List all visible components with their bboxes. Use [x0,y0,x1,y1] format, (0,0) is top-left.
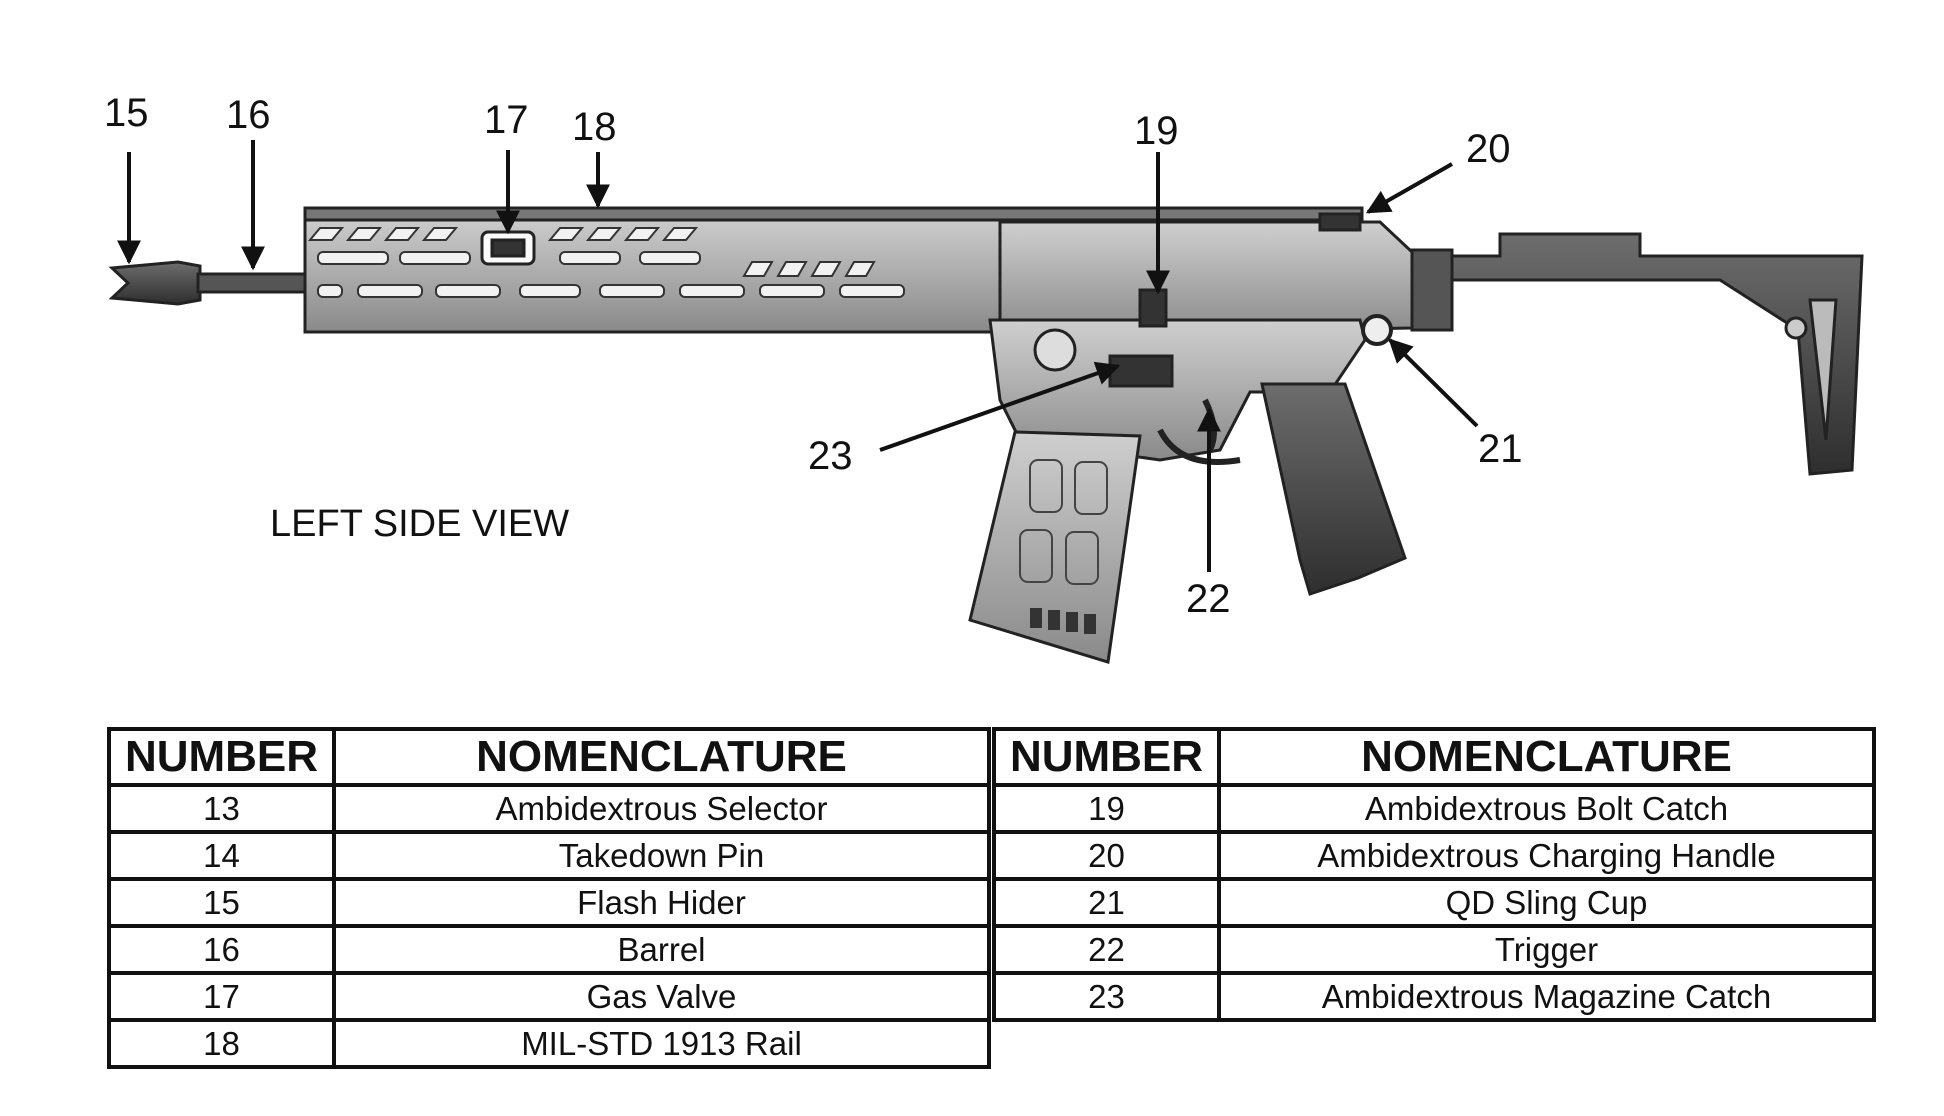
part-number: 16 [107,924,336,975]
callout-arrows [117,140,1479,572]
header-number: NUMBER [107,727,336,787]
part-name: Takedown Pin [332,830,991,881]
barrel-shape [196,272,310,294]
part-number: 17 [107,971,336,1022]
part-name: Ambidextrous Selector [332,783,991,834]
callout-19: 19 [1134,109,1179,153]
part-name: Trigger [1217,924,1876,975]
rifle-diagram: 15 16 17 18 19 20 21 22 23 LEFT SIDE VIE… [104,91,1864,664]
pistol-grip-shape [1260,382,1407,596]
rifle-illustration [108,206,1864,664]
view-label: LEFT SIDE VIEW [270,503,569,545]
header-number: NUMBER [992,727,1221,787]
part-name: Flash Hider [332,877,991,928]
part-number: 13 [107,783,336,834]
callout-21: 21 [1478,427,1523,471]
part-number: 18 [107,1018,336,1069]
part-number: 21 [992,877,1221,928]
callout-20: 20 [1466,127,1511,171]
part-number: 19 [992,783,1221,834]
header-nomenclature: NOMENCLATURE [1217,727,1876,787]
callout-17: 17 [484,98,529,142]
callout-23: 23 [808,434,853,478]
callout-15: 15 [104,91,149,135]
part-number: 15 [107,877,336,928]
part-name: Ambidextrous Magazine Catch [1217,971,1876,1022]
part-number: 22 [992,924,1221,975]
top-rail-shape [303,206,1364,222]
magazine-shape [968,430,1142,664]
flash-hider-shape [108,260,202,306]
header-nomenclature: NOMENCLATURE [332,727,991,787]
part-number: 23 [992,971,1221,1022]
part-name: Ambidextrous Bolt Catch [1217,783,1876,834]
part-number: 14 [107,830,336,881]
callout-22: 22 [1186,577,1231,621]
part-name: MIL-STD 1913 Rail [332,1018,991,1069]
part-number: 20 [992,830,1221,881]
part-name: Barrel [332,924,991,975]
part-name: Gas Valve [332,971,991,1022]
stock-shape [1450,232,1864,476]
callout-18: 18 [572,105,617,149]
part-name: Ambidextrous Charging Handle [1217,830,1876,881]
callout-16: 16 [226,93,271,137]
part-name: QD Sling Cup [1217,877,1876,928]
